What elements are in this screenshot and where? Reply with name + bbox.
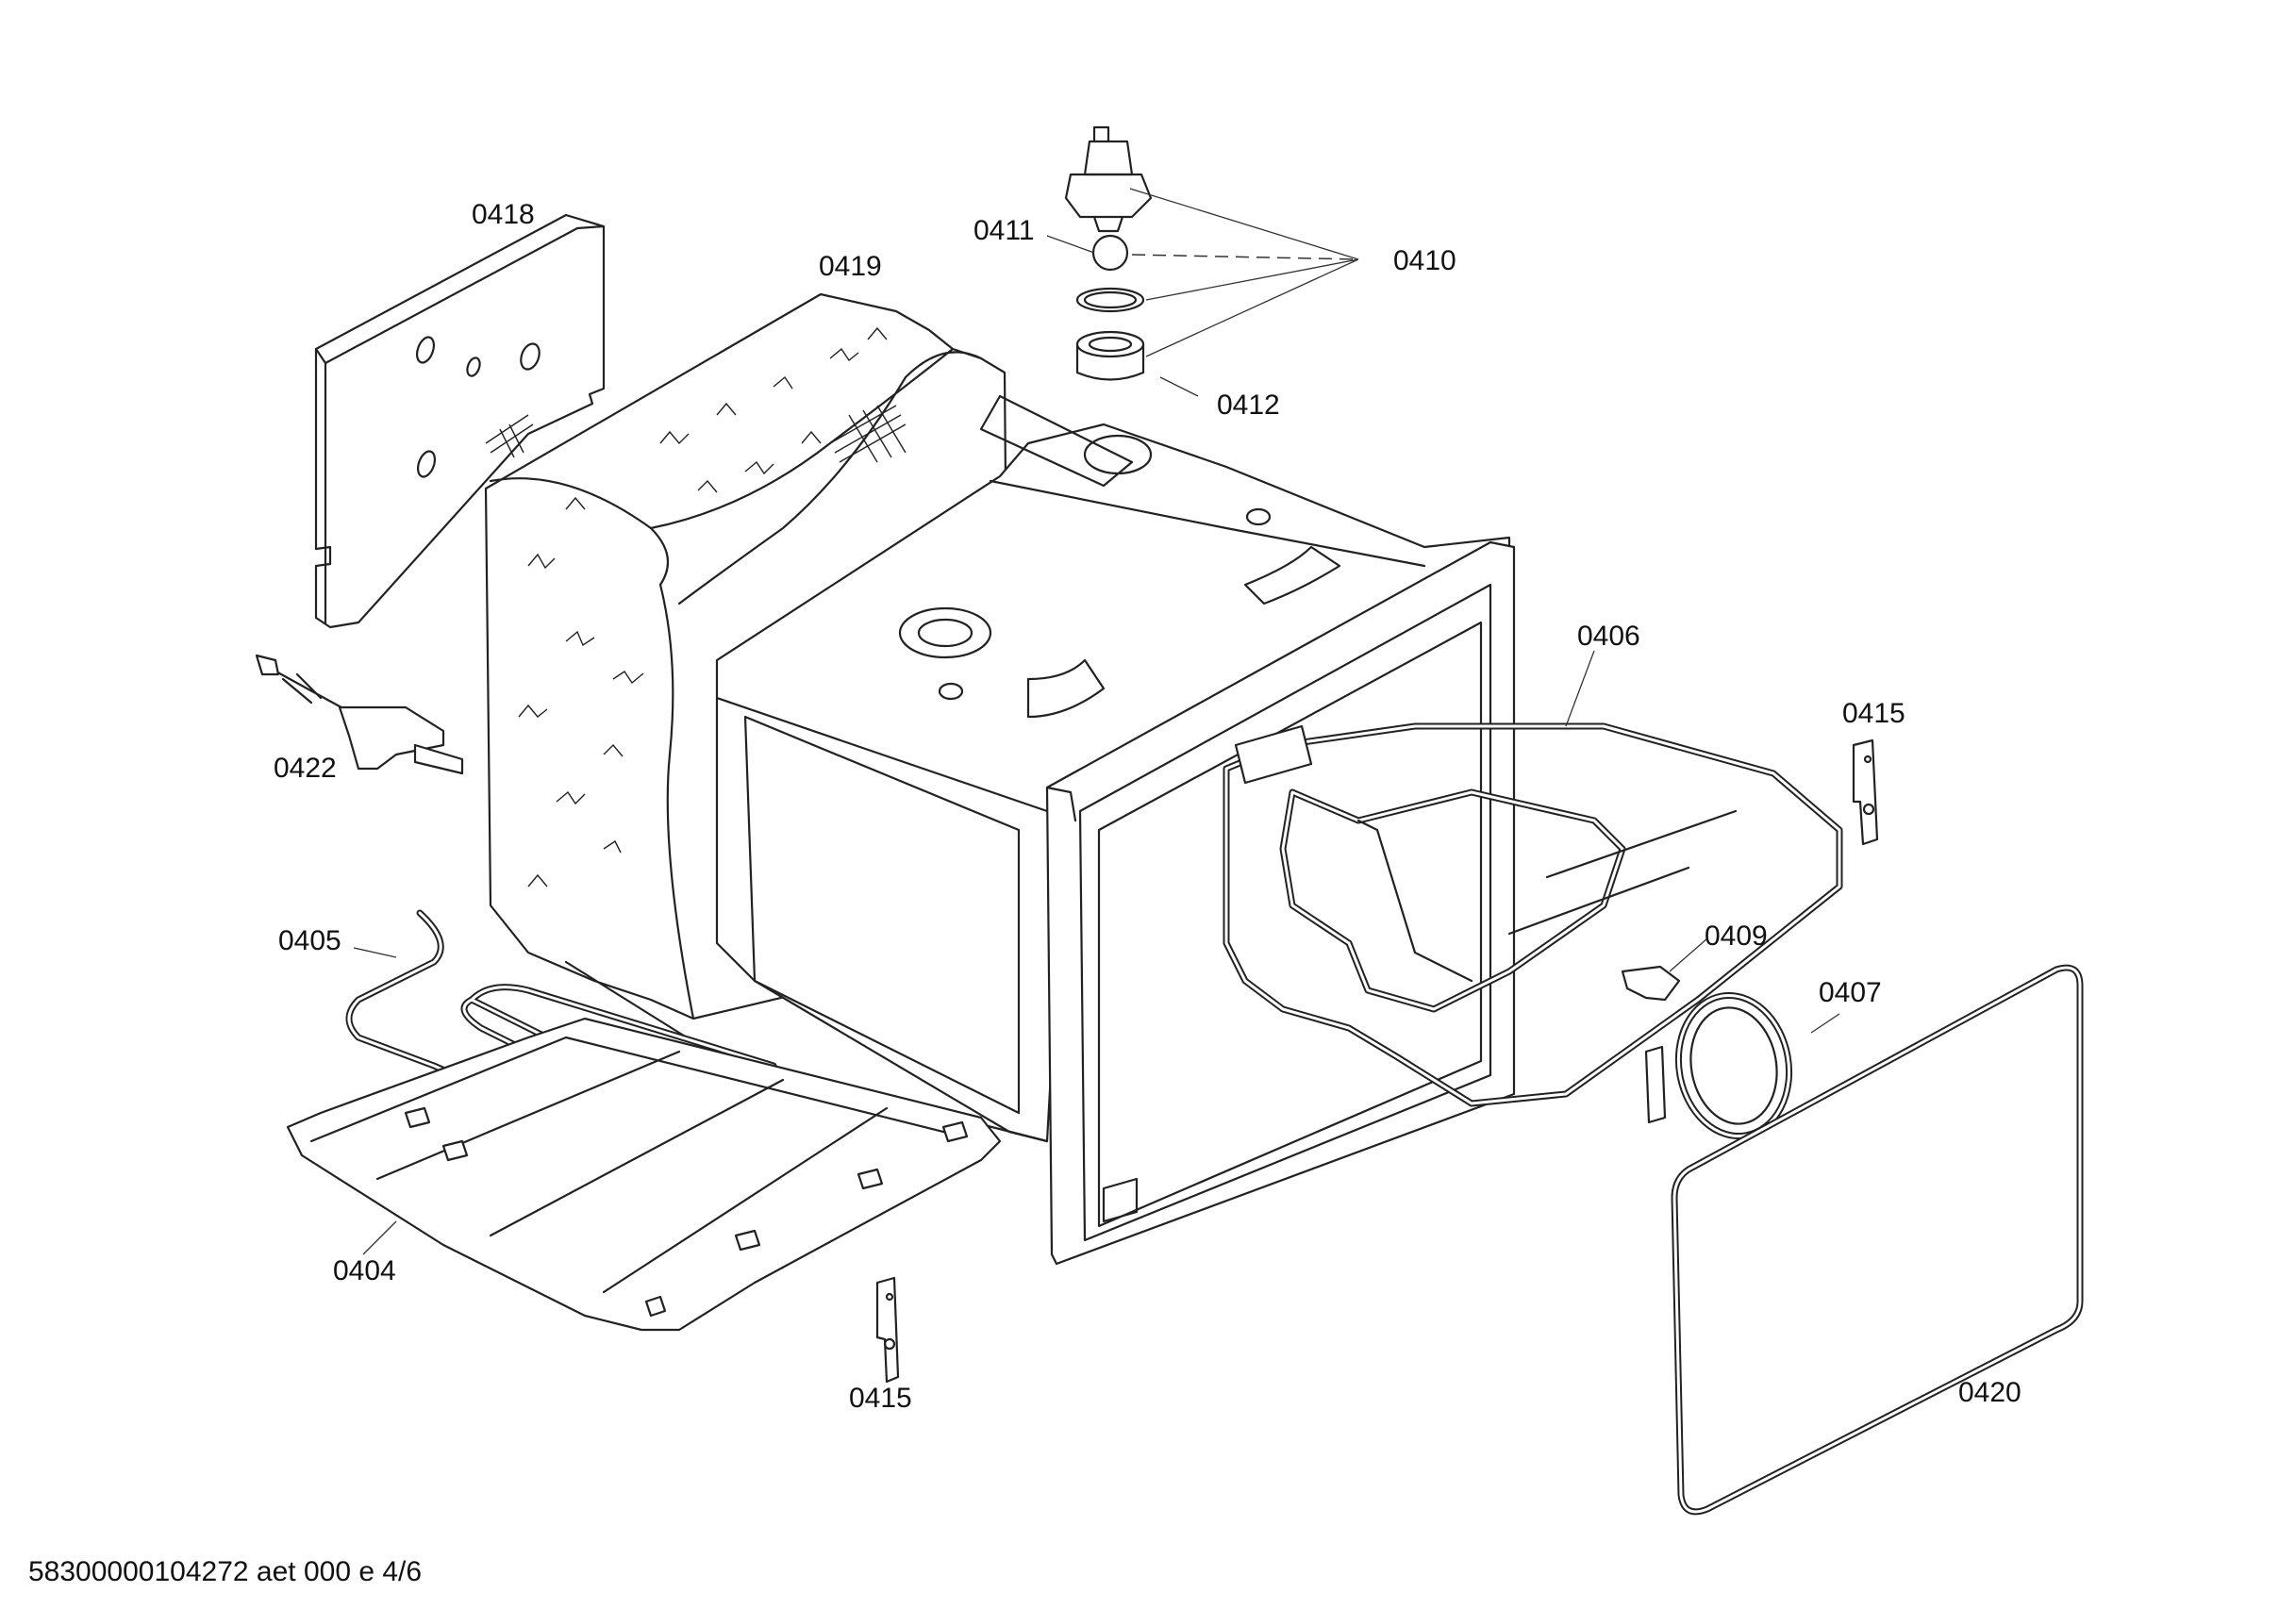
label-0419: 0419 xyxy=(819,251,882,282)
label-0406: 0406 xyxy=(1577,621,1640,652)
front-frame xyxy=(1045,540,1516,1266)
label-0415-right: 0415 xyxy=(1842,698,1905,729)
part-0412-lamp-cover xyxy=(1075,330,1145,381)
part-0409-connector xyxy=(1621,965,1681,1002)
leader-lines xyxy=(353,188,1840,1255)
part-0415-bracket-right xyxy=(1852,738,1879,846)
part-0406-grill-element xyxy=(1223,722,1843,1107)
part-0404-bottom-plate xyxy=(286,1017,1002,1332)
part-0410-seal-ring xyxy=(1075,287,1145,313)
document-footer-code: 58300000104272 aet 000 e 4/6 xyxy=(28,1556,423,1587)
label-0404: 0404 xyxy=(333,1255,396,1286)
label-0422: 0422 xyxy=(274,753,337,784)
label-0407: 0407 xyxy=(1819,977,1882,1008)
label-0411: 0411 xyxy=(973,215,1035,246)
label-0415-bottom: 0415 xyxy=(849,1383,912,1414)
label-0420: 0420 xyxy=(1958,1377,2021,1408)
label-0405: 0405 xyxy=(278,925,341,956)
part-0411-bulb xyxy=(1091,234,1129,272)
part-0422-sensor xyxy=(255,654,464,775)
part-0418-rear-panel xyxy=(314,213,606,629)
label-0409: 0409 xyxy=(1705,921,1768,952)
part-0420-door-seal xyxy=(1671,964,2084,1516)
label-0410: 0410 xyxy=(1393,245,1456,276)
part-0415-bracket-bottom xyxy=(875,1276,900,1384)
part-0410-lamp-assembly xyxy=(1064,125,1153,233)
label-0418: 0418 xyxy=(472,199,535,230)
label-0412: 0412 xyxy=(1217,390,1280,421)
